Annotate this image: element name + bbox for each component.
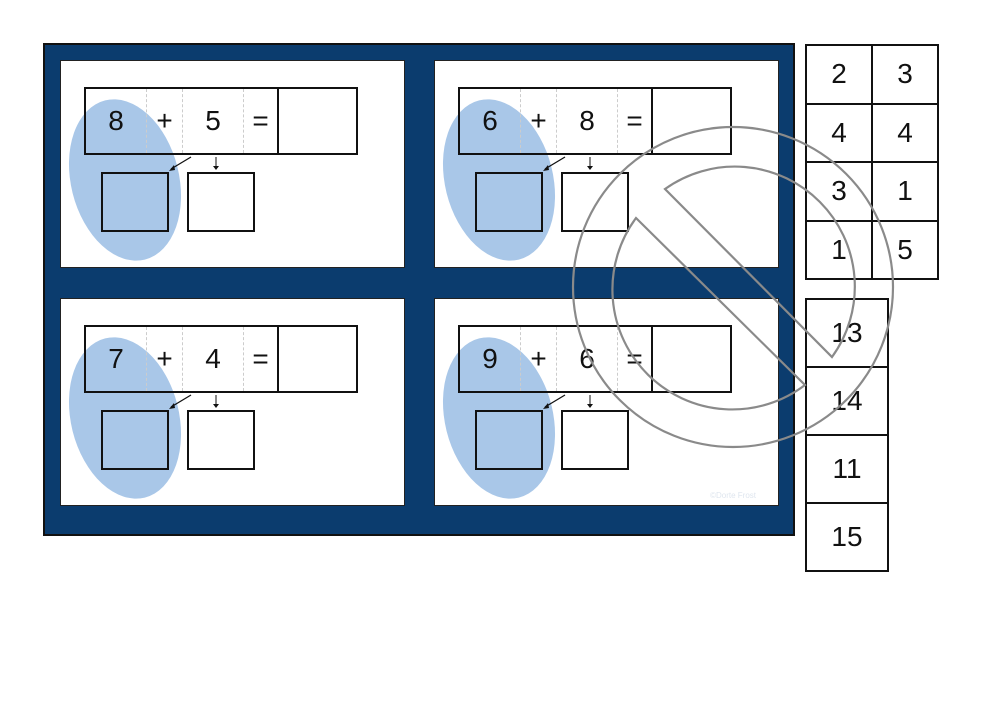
split-box-1[interactable]: [101, 410, 169, 470]
split-box-2[interactable]: [561, 410, 629, 470]
equals-sign: =: [244, 327, 279, 391]
answer-box[interactable]: [279, 89, 356, 153]
operator: +: [147, 327, 183, 391]
operator: +: [521, 327, 557, 391]
addend-b: 6: [557, 327, 618, 391]
split-tiles-grid: 2 3 4 4 3 1 1 5: [805, 44, 939, 280]
addend-a: 6: [460, 89, 521, 153]
tile[interactable]: 4: [872, 103, 938, 162]
operator: +: [521, 89, 557, 153]
split-arrows-icon: [169, 156, 219, 171]
addend-b: 8: [557, 89, 618, 153]
addend-a: 8: [86, 89, 147, 153]
split-arrows-icon: [169, 394, 219, 409]
tile[interactable]: 1: [806, 220, 872, 279]
exercise-card-1: 8 + 5 =: [52, 60, 405, 273]
equation-row: 7 + 4 =: [84, 325, 358, 393]
equals-sign: =: [618, 327, 653, 391]
split-box-1[interactable]: [475, 172, 543, 232]
addend-a: 7: [86, 327, 147, 391]
split-box-2[interactable]: [187, 172, 255, 232]
tile[interactable]: 1: [872, 162, 938, 221]
addend-b: 4: [183, 327, 244, 391]
equation-row: 6 + 8 =: [458, 87, 732, 155]
equals-sign: =: [244, 89, 279, 153]
answer-box[interactable]: [279, 327, 356, 391]
sum-tiles-column: 13 14 11 15: [805, 298, 889, 572]
tile[interactable]: 14: [806, 367, 888, 435]
exercise-card-3: 7 + 4 =: [52, 298, 405, 511]
equals-sign: =: [618, 89, 653, 153]
answer-box[interactable]: [653, 327, 730, 391]
split-box-1[interactable]: [475, 410, 543, 470]
tile[interactable]: 3: [872, 45, 938, 104]
tile[interactable]: 13: [806, 299, 888, 367]
split-box-1[interactable]: [101, 172, 169, 232]
operator: +: [147, 89, 183, 153]
exercise-card-4: 9 + 6 = ©Dorte Frost: [426, 298, 779, 511]
split-box-2[interactable]: [187, 410, 255, 470]
tile[interactable]: 5: [872, 220, 938, 279]
equation-row: 9 + 6 =: [458, 325, 732, 393]
split-box-2[interactable]: [561, 172, 629, 232]
tile[interactable]: 4: [806, 103, 872, 162]
copyright: ©Dorte Frost: [710, 491, 756, 500]
tile[interactable]: 2: [806, 45, 872, 104]
tile[interactable]: 11: [806, 435, 888, 503]
addend-b: 5: [183, 89, 244, 153]
tile[interactable]: 15: [806, 503, 888, 571]
equation-row: 8 + 5 =: [84, 87, 358, 155]
answer-box[interactable]: [653, 89, 730, 153]
exercise-card-2: 6 + 8 =: [426, 60, 779, 273]
worksheet-frame: 8 + 5 = 6 + 8 = 7 + 4 =: [43, 43, 795, 536]
tile[interactable]: 3: [806, 162, 872, 221]
addend-a: 9: [460, 327, 521, 391]
